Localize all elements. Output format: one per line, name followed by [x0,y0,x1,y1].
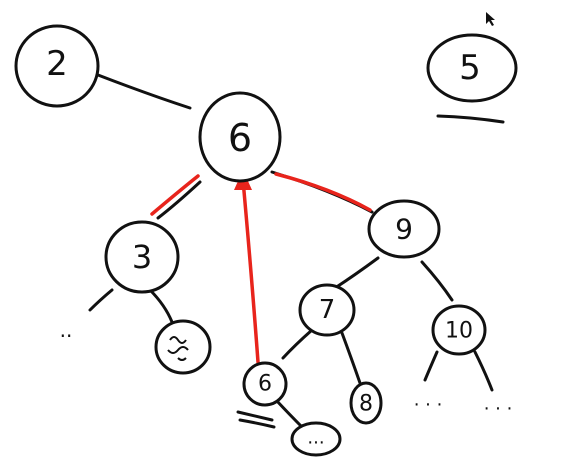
edge-6-3 [156,180,202,220]
node-5 [426,33,518,103]
node-10-label: 10 [445,319,473,344]
ellipsis-right-a: . . . [414,390,443,411]
edge-7-6 [281,328,314,360]
edge-3-left [88,288,114,312]
node-3 [104,220,180,294]
node-9 [367,199,441,259]
node-6-root-label: 6 [228,116,252,160]
scribble-mark [167,336,189,361]
node-3-label: 3 [132,238,152,276]
node-6-inserted-underline-1 [236,410,274,422]
node-7 [298,283,356,337]
edge-7-8 [340,331,362,385]
node-scribble-bottom [290,421,342,457]
highlight-arrow-shaft [241,178,260,364]
node-2 [14,24,100,108]
edge-10-left [423,350,439,382]
edge-9-7 [333,256,380,290]
node-6-inserted-label: 6 [258,372,272,397]
node-9-label: 9 [395,213,413,246]
mouse-pointer-icon [486,12,495,26]
edge-2-6 [96,73,192,110]
node-2-label: 2 [46,44,68,84]
node-5-underline [436,114,505,124]
ellipsis-right-b: . . . [484,394,513,415]
ellipsis-left: .. [60,318,73,342]
edge-9-10 [420,260,454,302]
edge-3-scribble [148,288,174,324]
node-6-inserted-underline-2 [238,418,276,429]
highlight-edge-6-3 [150,174,200,216]
edge-10-right [473,350,494,392]
node-10 [431,304,487,356]
node-8-label: 8 [359,392,373,417]
node-6-inserted [242,361,288,407]
node-6-root [198,91,282,183]
node-8 [349,381,383,425]
highlight-edge-6-9 [274,172,372,212]
node-5-label: 5 [459,48,481,88]
node-scribble-bottom-label: ... [307,428,324,449]
edge-6-scribble [274,398,305,430]
node-7-label: 7 [319,295,336,325]
